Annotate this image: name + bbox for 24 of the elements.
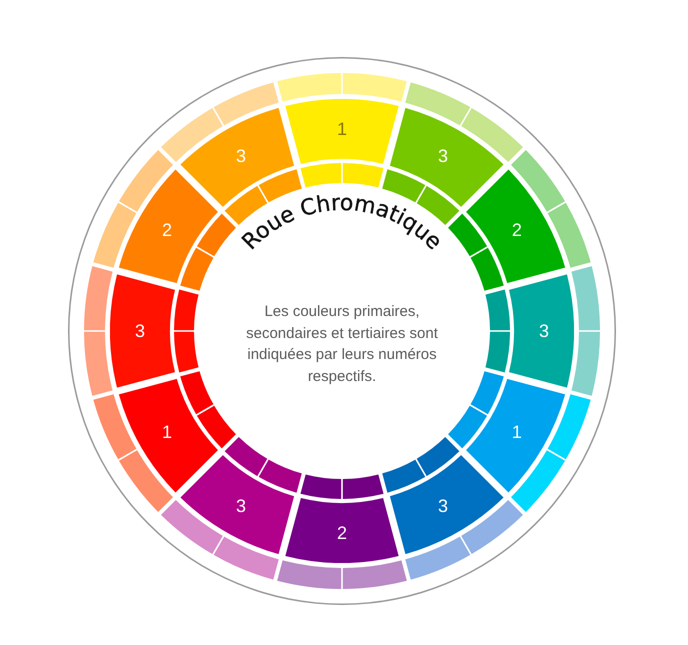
description-text: Les couleurs primaires, secondaires et tertiaires sont indiquées par leurs numéros respectifs.: [245, 302, 439, 386]
color-segment: [118, 378, 218, 493]
segment-number: 3: [539, 321, 549, 341]
segment-number: 2: [337, 523, 347, 543]
segment-number: 3: [236, 496, 246, 516]
segment-number: 3: [236, 146, 246, 166]
segment-number: 2: [512, 220, 522, 240]
segment-number: 1: [337, 119, 347, 139]
color-segment: [389, 455, 504, 555]
color-segment: [180, 107, 295, 207]
color-segment: [466, 378, 566, 493]
segment-number: 2: [162, 220, 172, 240]
segment-number: 3: [135, 321, 145, 341]
segment-number: 3: [438, 146, 448, 166]
color-segment: [180, 455, 295, 555]
color-segment: [118, 169, 218, 284]
segment-number: 1: [162, 422, 172, 442]
segment-number: 3: [438, 496, 448, 516]
segment-number: 1: [512, 422, 522, 442]
color-segment: [110, 274, 175, 388]
color-segment: [466, 169, 566, 284]
color-segment: [285, 498, 399, 563]
color-segment: [509, 274, 574, 388]
color-segment: [285, 99, 399, 164]
